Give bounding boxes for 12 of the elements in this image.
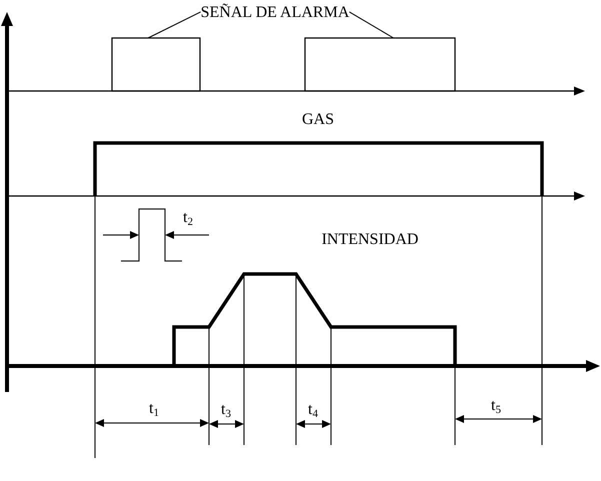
alarm-pulse — [304, 37, 456, 92]
time-label: t$_{3}$ — [221, 401, 231, 419]
signal-label: INTENSIDAD — [322, 231, 418, 249]
time-label: t$_{2}$ — [183, 209, 193, 227]
signal-label: GAS — [302, 111, 334, 129]
leader-line — [148, 11, 202, 38]
time-label: t$_{4}$ — [308, 401, 318, 419]
time-label: t$_{5}$ — [491, 397, 501, 415]
leader-line — [348, 11, 394, 38]
alarm-pulse — [111, 37, 201, 92]
signal-label: SEÑAL DE ALARMA — [200, 4, 350, 22]
time-label: t$_{1}$ — [149, 400, 159, 418]
